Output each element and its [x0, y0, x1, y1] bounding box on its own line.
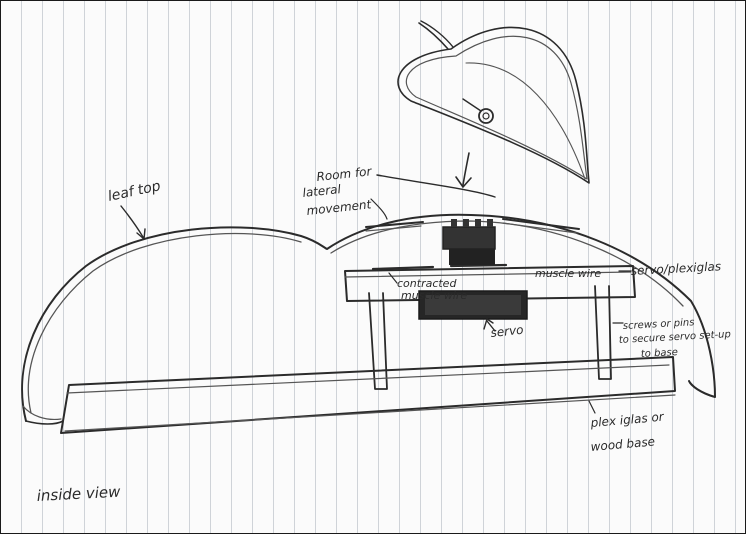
label-servo: servo	[490, 323, 524, 340]
label-view-caption: inside view	[36, 483, 121, 505]
servo-platform	[344, 263, 636, 302]
arrow-down-icon	[455, 152, 472, 188]
base-pointer	[588, 400, 596, 414]
support-legs	[368, 285, 612, 390]
servo-pointer	[486, 320, 496, 332]
label-servo-plexiglas: servo/plexiglas	[630, 259, 721, 278]
label-screws-line2: to secure servo set-up	[619, 329, 732, 346]
label-muscle-wire: muscle wire	[535, 267, 601, 280]
contracted-wire-pointer	[388, 272, 398, 284]
label-screws-line3: to base	[641, 347, 679, 360]
label-screws-line1: screws or pins	[623, 317, 695, 332]
room-pointer	[370, 198, 388, 220]
leaf-top-arrow-icon	[136, 228, 146, 240]
leaf-top-pointer	[120, 205, 144, 238]
servo-block	[418, 290, 528, 320]
label-contracted-line2: muscle wire	[401, 289, 467, 302]
servo-arrow-icon	[483, 318, 494, 330]
label-room-line3: movement	[306, 197, 373, 218]
floating-leaf	[397, 20, 590, 184]
base-plate	[60, 356, 676, 434]
top-servo-horn	[442, 219, 496, 265]
label-contracted-line1: contracted	[397, 277, 457, 290]
label-leaf-top: leaf top	[107, 178, 163, 205]
label-room-line1: Room for	[316, 164, 373, 184]
label-base-line2: wood base	[590, 434, 656, 454]
leaf-top-outline	[21, 213, 716, 425]
label-room-line2: lateral	[302, 182, 342, 200]
lateral-movement-line	[376, 174, 496, 198]
label-base-line1: plex iglas or	[589, 410, 665, 431]
leaf-slots	[365, 218, 580, 234]
